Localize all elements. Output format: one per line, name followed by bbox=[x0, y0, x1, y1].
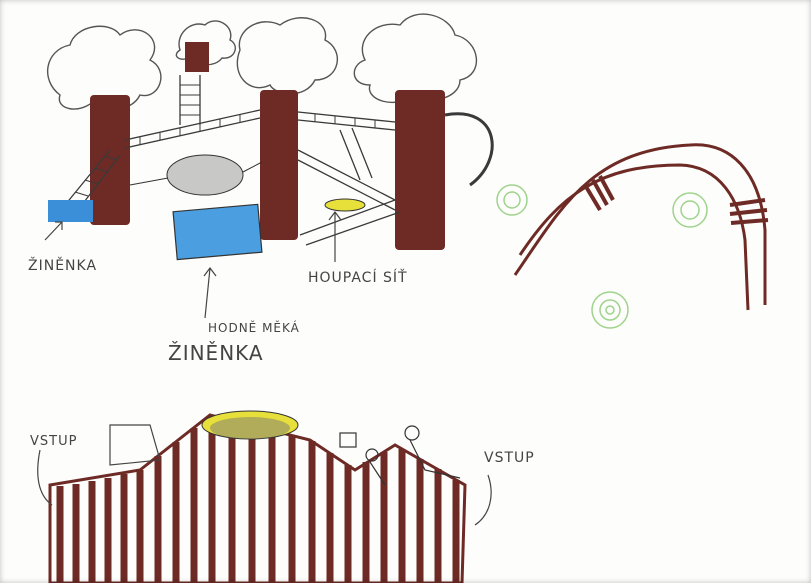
canopy-right bbox=[354, 14, 476, 102]
ladder-right-diag bbox=[340, 128, 372, 180]
label-vstup-right: VSTUP bbox=[484, 450, 535, 466]
small-box bbox=[340, 433, 356, 447]
bridge-top-2 bbox=[298, 112, 395, 130]
net-top bbox=[210, 417, 290, 439]
blue-mat-left bbox=[48, 200, 93, 222]
rope-right bbox=[445, 114, 492, 185]
spiral-1 bbox=[497, 185, 527, 215]
label-houpaci-sit: HOUPACÍ SÍŤ bbox=[308, 269, 408, 286]
fence-structure bbox=[38, 411, 491, 583]
slide bbox=[515, 145, 765, 310]
trunk-middle bbox=[260, 90, 298, 240]
label-zinenka-left: ŽINĚNKA bbox=[28, 256, 97, 274]
fence-slats bbox=[60, 415, 456, 583]
arrow-zinenka-center bbox=[204, 268, 216, 318]
tree-trunks bbox=[90, 42, 445, 250]
net bbox=[130, 155, 262, 195]
arrow-zinenka-left bbox=[45, 222, 62, 240]
figure-head-1 bbox=[405, 426, 419, 440]
spiral-3 bbox=[592, 292, 628, 328]
arrow-houpaci bbox=[329, 212, 341, 262]
blue-mat-center bbox=[173, 204, 262, 259]
label-hodne-meka: HODNĚ MĚKÁ bbox=[208, 320, 300, 335]
slide-inner bbox=[520, 165, 748, 310]
yellow-hammock bbox=[325, 199, 365, 211]
trunk-left bbox=[90, 95, 130, 225]
trunk-treehouse bbox=[185, 42, 209, 72]
label-vstup-left: VSTUP bbox=[30, 434, 77, 449]
net-hammock bbox=[167, 155, 243, 195]
ladder-treehouse bbox=[180, 75, 200, 125]
spiral-2 bbox=[673, 193, 707, 227]
arrow-vstup-right bbox=[475, 475, 491, 525]
canopy-middle bbox=[237, 18, 337, 94]
label-zinenka-center: ŽINĚNKA bbox=[168, 341, 264, 365]
trunk-right bbox=[395, 90, 445, 250]
